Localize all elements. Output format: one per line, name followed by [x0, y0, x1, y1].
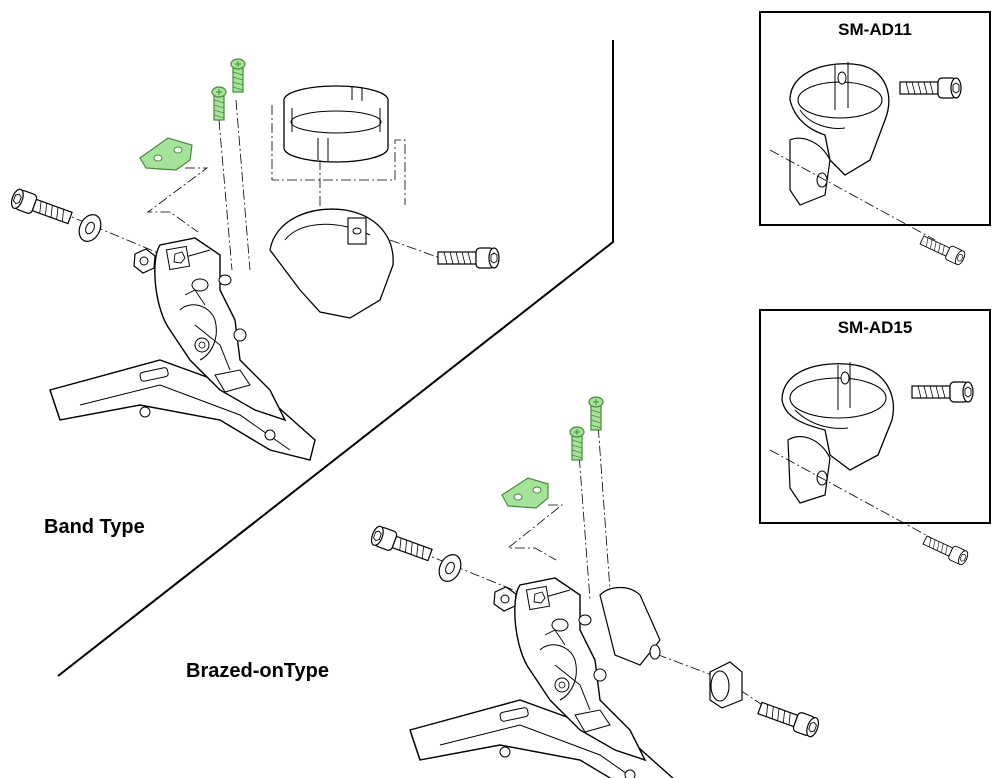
bolt-icon: [918, 232, 968, 267]
front-derailleur-icon: [49, 208, 394, 461]
separator-line: [57, 40, 614, 677]
sm-ad15-inset: [759, 309, 991, 541]
washer-icon: [78, 214, 102, 242]
band-type-assembly: [8, 58, 500, 461]
shim-plate-icon: [139, 137, 193, 171]
band-clamp-icon: [283, 85, 389, 163]
sm-ad11-inset: [759, 11, 991, 241]
sm-ad15-title: SM-AD15: [837, 318, 913, 337]
screw-icon: [211, 86, 227, 121]
bolt-icon: [368, 524, 435, 565]
bolt-icon: [755, 698, 822, 739]
nut-icon: [493, 586, 517, 612]
bolt-icon: [8, 187, 75, 228]
nut-icon: [133, 248, 156, 274]
band-type-label: Band Type: [44, 516, 145, 538]
assembly-leader-line: [769, 149, 936, 241]
front-derailleur-icon: [409, 577, 676, 778]
screw-icon: [588, 396, 604, 431]
washer-icon: [438, 554, 462, 582]
sm-ad11-title: SM-AD11: [838, 20, 912, 39]
braze-on-adapter-icon: [709, 661, 743, 709]
screw-icon: [569, 426, 585, 461]
brazed-on-assembly: [368, 396, 822, 778]
screw-icon: [230, 58, 246, 93]
bolt-icon: [921, 532, 971, 567]
assembly-leader-lines: [59, 99, 441, 271]
band-clamp-icon: [781, 362, 894, 504]
assembly-leader-line: [769, 449, 936, 541]
brazed-on-type-label: Brazed-onType: [186, 660, 329, 682]
shim-plate-icon: [501, 477, 549, 509]
bolt-icon: [437, 247, 500, 269]
